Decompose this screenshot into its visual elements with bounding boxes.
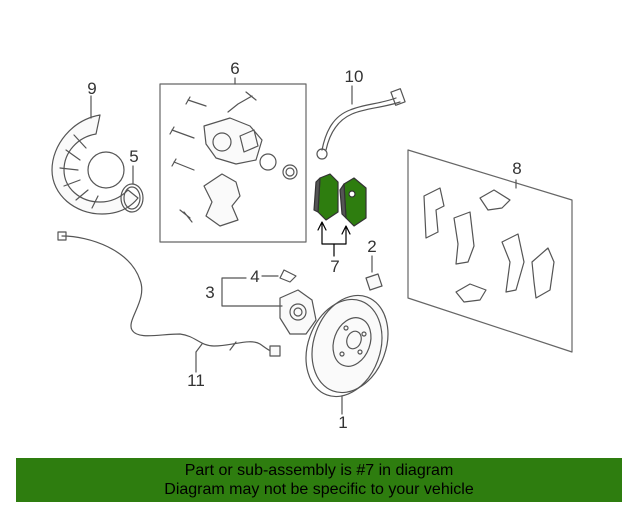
callout-2: 2 — [367, 237, 376, 256]
caliper-part[interactable] — [169, 91, 298, 227]
callout-10: 10 — [345, 67, 364, 86]
brake-hose-part[interactable] — [316, 88, 406, 160]
callout-8: 8 — [512, 159, 521, 178]
hub-bearing-part[interactable] — [279, 289, 317, 335]
banner-line-1: Part or sub-assembly is #7 in diagram — [184, 462, 454, 479]
callout-11: 11 — [187, 371, 205, 390]
leader-3 — [221, 277, 283, 307]
callout-3: 3 — [205, 283, 214, 302]
brake-rotor-part[interactable] — [293, 285, 401, 408]
callout-6: 6 — [230, 59, 239, 78]
wheel-stud-part[interactable] — [279, 269, 297, 283]
callout-9: 9 — [87, 79, 96, 98]
pads-leader — [317, 221, 351, 257]
notice-banner: Part or sub-assembly is #7 in diagram Di… — [16, 458, 622, 502]
dust-shield-part[interactable] — [51, 114, 139, 215]
callout-labels: 1 2 3 4 5 6 7 8 9 10 11 — [87, 59, 521, 432]
callout-5: 5 — [129, 147, 138, 166]
hardware-kit-box — [407, 149, 573, 353]
seal-ring-part[interactable] — [120, 183, 144, 213]
callout-7: 7 — [330, 257, 339, 276]
callout-4: 4 — [250, 267, 259, 286]
cap-part[interactable] — [365, 273, 383, 291]
abs-sensor-wire-part[interactable] — [57, 231, 281, 357]
brake-pads-part[interactable] — [313, 173, 367, 227]
hardware-kit-part[interactable] — [423, 187, 555, 303]
caliper-assembly-box — [159, 83, 307, 243]
callout-1: 1 — [338, 413, 347, 432]
banner-line-2: Diagram may not be specific to your vehi… — [164, 481, 474, 498]
